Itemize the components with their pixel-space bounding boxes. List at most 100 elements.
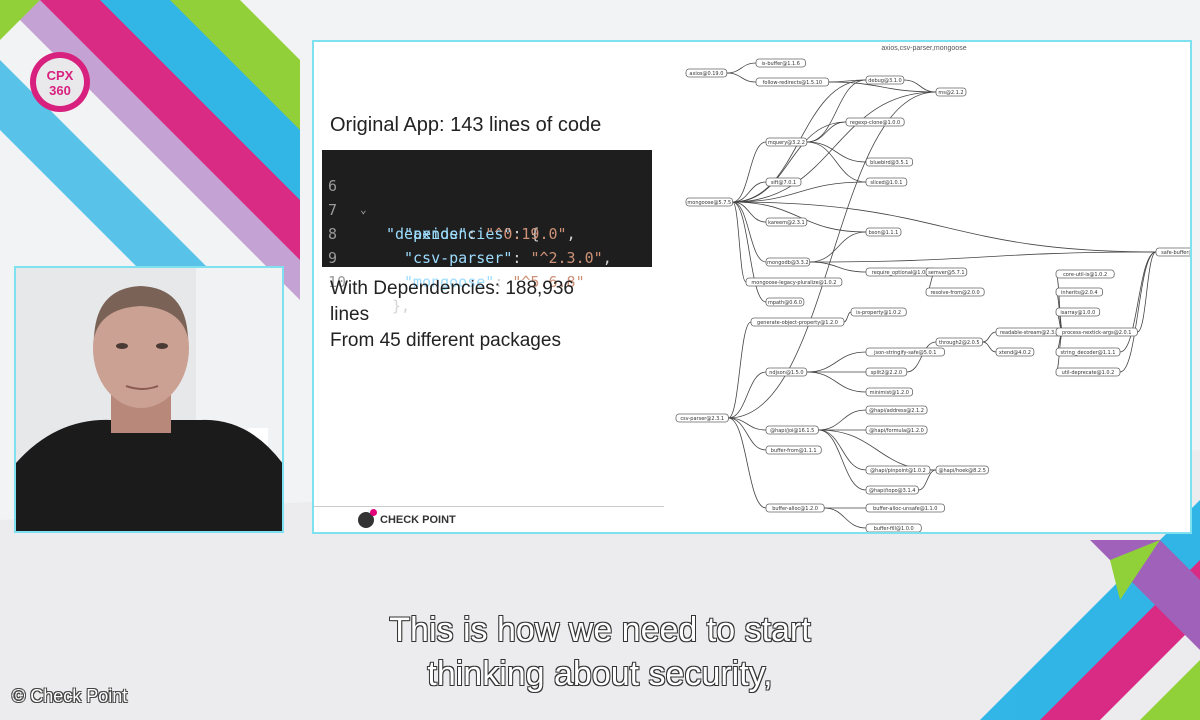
graph-node-label: is-property@1.0.2: [856, 310, 901, 316]
graph-edge: [728, 417, 767, 451]
graph-node: @hapi/topo@3.1.4: [865, 485, 919, 495]
graph-node-label: require_optional@1.0.1: [872, 270, 930, 276]
graph-node-label: xtend@4.0.2: [999, 350, 1031, 356]
code-key: "mongoose": [404, 273, 495, 291]
graph-node: resolve-from@2.0.0: [925, 287, 985, 297]
graph-node-label: ms@2.1.2: [938, 90, 963, 96]
graph-title: axios,csv-parser,mongoose: [881, 45, 966, 52]
graph-edge: [728, 417, 767, 431]
graph-node: kareem@2.3.1: [765, 217, 808, 227]
code-line: 10 },: [322, 246, 410, 315]
graph-edge: [728, 417, 767, 509]
graph-edge: [828, 81, 937, 93]
graph-node: mongodb@3.3.2: [765, 257, 811, 267]
graph-node-label: json-stringify-safe@5.0.1: [873, 350, 936, 356]
graph-edge: [982, 341, 997, 353]
graph-edge: [1119, 251, 1157, 373]
stats-line: With Dependencies: 188,936: [330, 278, 574, 299]
graph-edge: [818, 409, 867, 431]
code-key: "axios": [404, 225, 468, 243]
line-number: 8: [328, 225, 338, 243]
graph-node: axios@0.19.0: [685, 68, 728, 78]
code-key: "dependencies": [386, 225, 513, 243]
graph-edge: [726, 72, 757, 83]
graph-node-label: kareem@2.3.1: [768, 220, 805, 226]
code-value: },: [392, 297, 411, 315]
slide-title: Original App: 143 lines of code: [330, 114, 602, 136]
stats-line: From 45 different packages: [330, 330, 561, 351]
graph-node: bson@1.1.1: [865, 227, 902, 237]
graph-node: safe-buffer@5.1.2: [1155, 247, 1190, 257]
code-key: "csv-parser": [404, 249, 513, 267]
graph-edge: [818, 429, 937, 471]
graph-node: xtend@4.0.2: [995, 347, 1035, 357]
graph-node-label: is-buffer@1.1.6: [762, 61, 800, 67]
graph-node: @hapi/hoek@8.2.5: [935, 465, 989, 475]
fold-chevron-icon: ⌄: [360, 203, 367, 216]
subtitle-line: This is how we need to start: [389, 611, 811, 649]
graph-edge: [732, 201, 767, 223]
code-value: "^0.19.0": [485, 225, 567, 243]
graph-edge: [818, 429, 867, 471]
graph-edge: [728, 91, 937, 419]
dependency-graph: axios,csv-parser,mongoose axios@0.19.0 is…: [675, 45, 1190, 532]
graph-node: mpath@0.6.0: [765, 297, 805, 307]
graph-node: @hapi/formula@1.2.0: [865, 425, 928, 435]
graph-node: generate-object-property@1.2.0: [750, 317, 845, 327]
graph-node-label: inherits@2.0.4: [1061, 290, 1098, 296]
graph-node-label: @hapi/joi@16.1.5: [770, 428, 814, 434]
graph-node: string_decoder@1.1.1: [1055, 347, 1121, 357]
graph-node: follow-redirects@1.5.10: [755, 77, 830, 87]
graph-node: semver@5.7.1: [925, 267, 968, 277]
graph-node: require_optional@1.0.1: [865, 267, 937, 277]
graph-node-label: mongoose@5.7.5: [687, 200, 731, 206]
graph-edge: [809, 231, 867, 263]
graph-node-label: @hapi/pinpoint@1.0.2: [870, 468, 926, 474]
graph-node-label: @hapi/formula@1.2.0: [869, 428, 923, 434]
graph-node-label: buffer-fill@1.0.0: [874, 526, 914, 532]
graph-edge: [843, 311, 852, 323]
graph-edge: [732, 181, 867, 203]
graph-node: ndjson@1.5.0: [765, 367, 808, 377]
graph-node-label: csv-parser@2.3.1: [680, 416, 724, 422]
graph-node-label: bluebird@3.5.1: [870, 160, 908, 166]
graph-node-label: through2@2.0.5: [939, 340, 980, 346]
graph-node-label: core-util-is@1.0.2: [1063, 272, 1107, 278]
graph-node: core-util-is@1.0.2: [1055, 269, 1115, 279]
graph-node: buffer-from@1.1.1: [765, 445, 822, 455]
graph-node-label: axios@0.19.0: [689, 71, 723, 77]
subtitle-caption: This is how we need to start thinking ab…: [360, 608, 840, 696]
graph-node-label: debug@3.1.0: [868, 78, 902, 84]
graph-node-label: mquery@3.2.2: [768, 140, 805, 146]
cpx360-logo: CPX 360: [30, 52, 90, 112]
code-sep: :: [494, 273, 513, 291]
graph-node-label: buffer-alloc-unsafe@1.1.0: [873, 506, 937, 512]
graph-edge: [732, 201, 1157, 253]
graph-node-label: regexp-clone@1.0.0: [850, 120, 900, 126]
graph-edge: [728, 371, 767, 419]
graph-node: debug@3.1.0: [865, 75, 905, 85]
graph-edge: [728, 321, 752, 419]
graph-node-label: @hapi/address@2.1.2: [869, 408, 924, 414]
graph-node: mongoose-legacy-pluralize@1.0.2: [745, 277, 843, 287]
graph-node: process-nextick-args@2.0.1: [1055, 327, 1138, 337]
graph-node: @hapi/address@2.1.2: [865, 405, 928, 415]
line-number: 6: [328, 177, 338, 195]
graph-edge: [732, 201, 767, 303]
graph-node: bluebird@3.5.1: [865, 157, 913, 167]
graph-node: readable-stream@2.3.6: [995, 327, 1064, 337]
graph-node: inherits@2.0.4: [1055, 287, 1103, 297]
dependency-stats: With Dependencies: 188,936 lines From 45…: [330, 276, 640, 354]
checkpoint-logo-icon: [358, 509, 377, 528]
graph-node-label: bson@1.1.1: [869, 230, 899, 236]
graph-node-label: semver@5.7.1: [928, 270, 964, 276]
graph-edge: [982, 331, 997, 343]
graph-node: mquery@3.2.2: [765, 137, 808, 147]
graph-edge: [806, 141, 867, 183]
graph-node-label: ndjson@1.5.0: [769, 370, 803, 376]
graph-node-label: readable-stream@2.3.6: [1000, 330, 1059, 336]
graph-edge: [732, 181, 767, 203]
graph-edge: [732, 201, 867, 233]
presentation-slide: Original App: 143 lines of code 6 ⌄ "dep…: [312, 40, 1192, 534]
code-value: {: [530, 225, 540, 243]
